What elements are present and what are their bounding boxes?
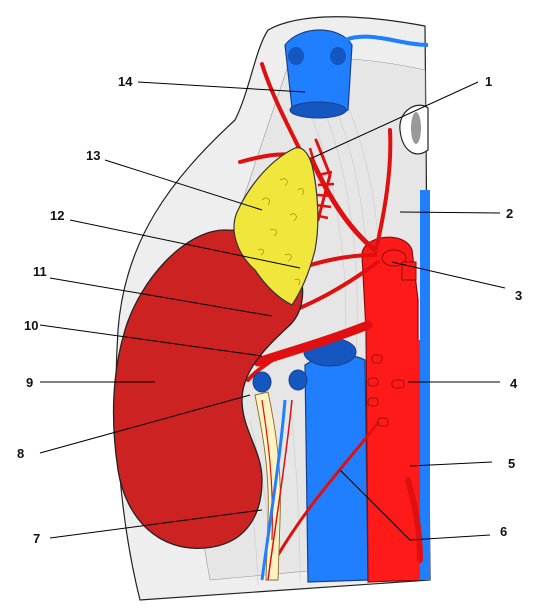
label-9: 9	[26, 375, 33, 390]
label-2: 2	[506, 206, 513, 221]
inferior-vena-cava	[304, 354, 369, 583]
label-3: 3	[515, 288, 522, 303]
label-13: 13	[86, 148, 100, 163]
ivc-lumen	[289, 101, 347, 119]
label-8: 8	[17, 446, 24, 461]
label-11: 11	[33, 264, 47, 279]
renal-pelvis-vein-cut	[252, 371, 272, 393]
label-6: 6	[500, 524, 507, 539]
number-labels: 1 2 3 4 5 6 7 8 9 10 11 12 13 14	[17, 74, 522, 546]
leader-lines	[39, 81, 506, 541]
ureteric-artery	[261, 399, 273, 541]
vein-column-right	[420, 190, 430, 580]
aorta-lower	[370, 340, 420, 580]
label-5: 5	[508, 456, 515, 471]
gonadal-vein-cut	[288, 369, 308, 391]
lumbar-arteries	[367, 354, 405, 427]
hepatic-vein-stub-1	[288, 47, 304, 65]
hepatic-vein-stub-2	[330, 47, 346, 65]
label-4: 4	[510, 376, 518, 391]
adrenal-gland	[233, 147, 319, 306]
label-1: 1	[485, 74, 492, 89]
label-10: 10	[24, 318, 38, 333]
gonadal-artery	[267, 399, 293, 581]
celiac-trunk-cut	[381, 249, 407, 267]
label-7: 7	[33, 531, 40, 546]
adrenal-texture	[257, 178, 304, 286]
label-14: 14	[118, 74, 133, 89]
rib-marrow	[411, 112, 421, 144]
gonadal-vessels	[260, 399, 287, 581]
hepatic-vein	[344, 34, 429, 47]
label-12: 12	[50, 208, 64, 223]
